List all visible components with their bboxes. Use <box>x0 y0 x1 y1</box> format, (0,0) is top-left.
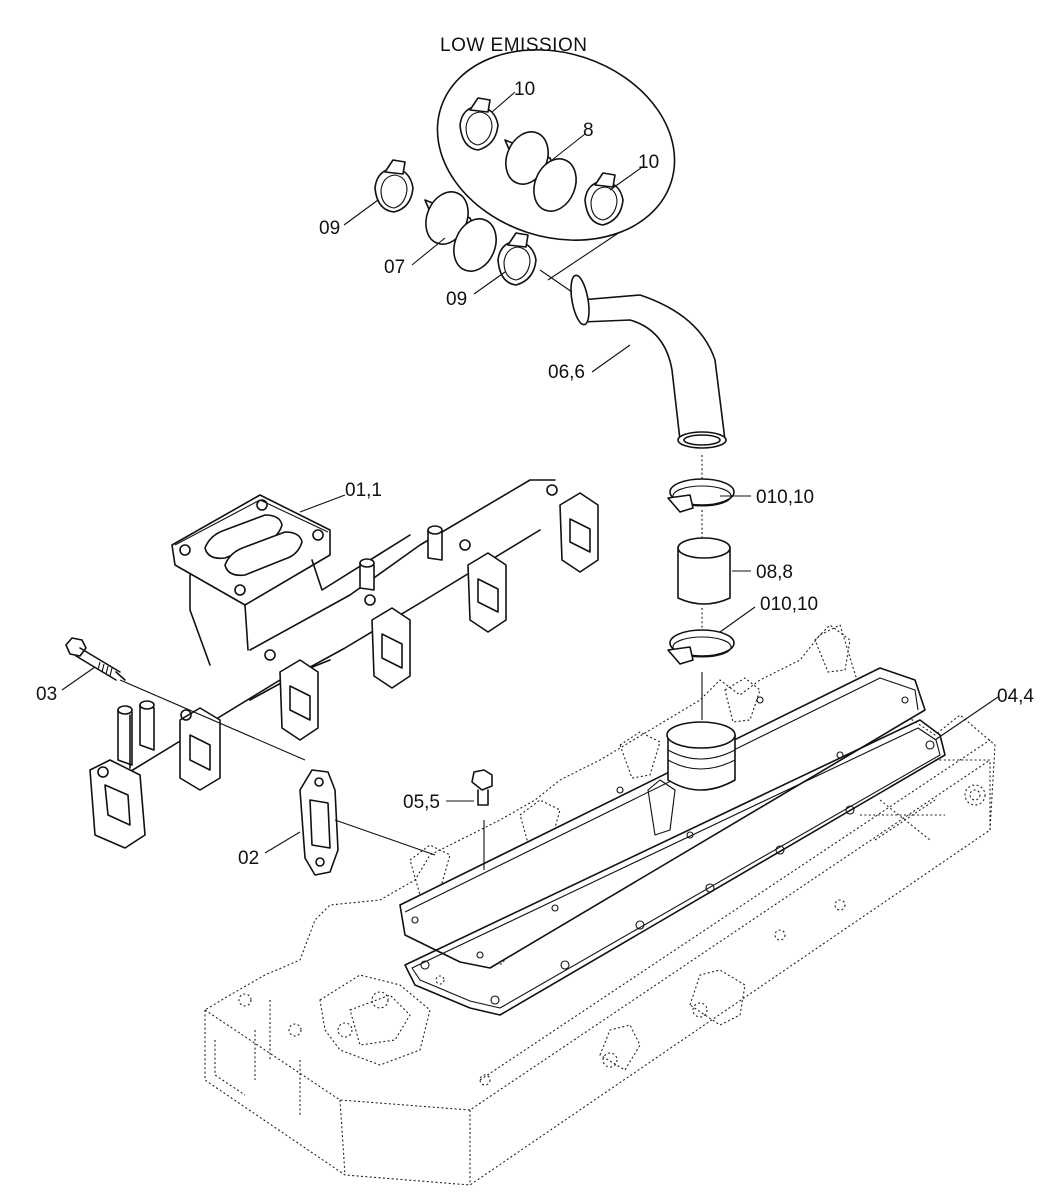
label-010-lower: 010,10 <box>760 594 818 615</box>
exhaust-pipe <box>570 274 727 449</box>
rocker-cover <box>399 667 926 969</box>
label-04: 04,4 <box>997 686 1034 707</box>
label-010-upper: 010,10 <box>756 487 814 508</box>
rocker-cover-gasket <box>404 719 946 1016</box>
low-emission-group <box>436 49 676 241</box>
standard-sleeve-group <box>374 159 537 286</box>
label-08: 08,8 <box>756 562 793 583</box>
manifold-stud <box>65 637 126 681</box>
label-07: 07 <box>384 257 405 278</box>
label-06: 06,6 <box>548 362 585 383</box>
assembly-lines <box>119 231 703 870</box>
label-01: 01,1 <box>345 480 382 501</box>
hose-clamp-lower <box>667 629 735 665</box>
label-10-right: 10 <box>638 152 659 173</box>
label-09-upper: 09 <box>319 218 340 239</box>
label-02: 02 <box>238 848 259 869</box>
exhaust-manifold <box>89 479 599 849</box>
pipe-sleeve <box>677 537 731 605</box>
label-8: 8 <box>583 120 594 141</box>
label-09-lower: 09 <box>446 289 467 310</box>
label-03: 03 <box>36 684 57 705</box>
cover-bolt <box>471 769 493 806</box>
manifold-gasket <box>299 769 339 876</box>
low-emission-title: LOW EMISSION <box>440 35 587 56</box>
part-labels: LOW EMISSION 01,1 02 03 04,4 05,5 06,6 0… <box>36 35 1034 869</box>
label-10-left: 10 <box>514 79 535 100</box>
leader-lines <box>61 91 999 854</box>
label-05: 05,5 <box>403 792 440 813</box>
